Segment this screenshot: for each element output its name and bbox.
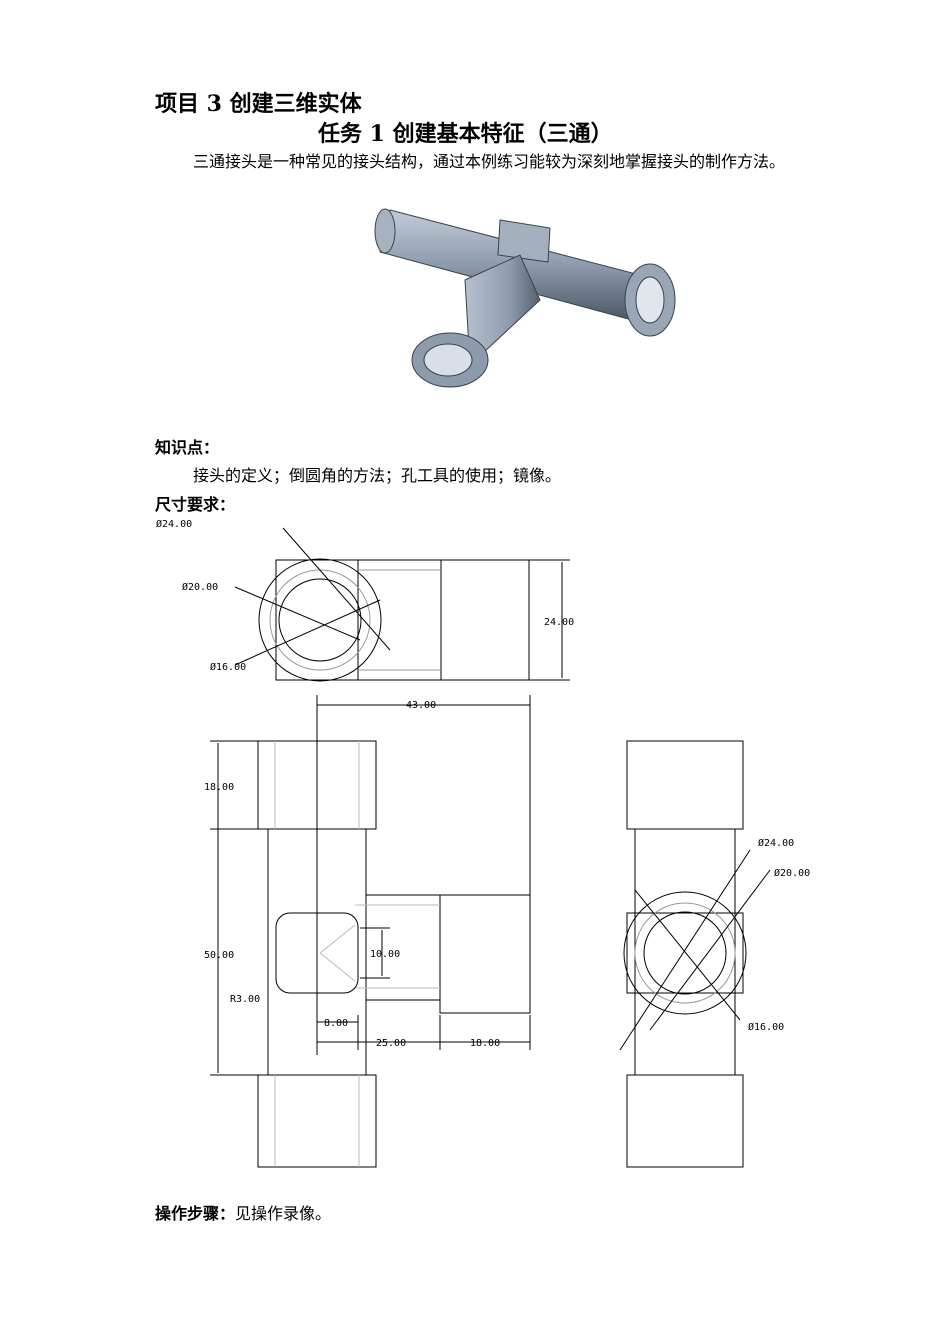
- knowledge-text: 接头的定义；倒圆角的方法；孔工具的使用；镜像。: [193, 466, 562, 485]
- dim-dia20-top: Ø20.00: [182, 581, 218, 593]
- dim-w18: 18.00: [470, 1038, 500, 1049]
- dim-dia20-side: Ø20.00: [774, 867, 810, 879]
- engineering-drawing: Ø24.00 Ø20.00 Ø16.00 24.00 43.00 18.00 5…: [156, 518, 810, 1168]
- dim-h10: 10.00: [370, 949, 400, 960]
- operation-label: 操作步骤：: [155, 1204, 236, 1223]
- task-title: 任务 1 创建基本特征（三通）: [318, 121, 613, 147]
- dim-r3: R3.00: [230, 994, 260, 1005]
- dim-h50: 50.00: [204, 950, 234, 961]
- dim-dia24-top: Ø24.00: [156, 518, 192, 530]
- intro-paragraph: 三通接头是一种常见的接头结构，通过本例练习能较为深刻地掌握接头的制作方法。: [193, 152, 786, 171]
- tee-render-image: [374, 208, 676, 388]
- dimensions-label: 尺寸要求：: [155, 495, 236, 514]
- dim-dia16-top: Ø16.00: [210, 661, 246, 673]
- dim-dia24-side: Ø24.00: [758, 837, 794, 849]
- knowledge-label: 知识点：: [155, 438, 220, 457]
- dim-w43: 43.00: [406, 700, 436, 711]
- dim-w8: 8.00: [324, 1018, 348, 1029]
- operation-text: 见操作录像。: [235, 1204, 332, 1223]
- dim-h18-left: 18.00: [204, 782, 234, 793]
- dim-dia16-side: Ø16.00: [748, 1021, 784, 1033]
- operation-line: 操作步骤：见操作录像。: [155, 1200, 331, 1224]
- dim-h24: 24.00: [544, 617, 574, 628]
- project-title: 项目 3 创建三维实体: [155, 91, 362, 117]
- dim-w25: 25.00: [376, 1038, 406, 1049]
